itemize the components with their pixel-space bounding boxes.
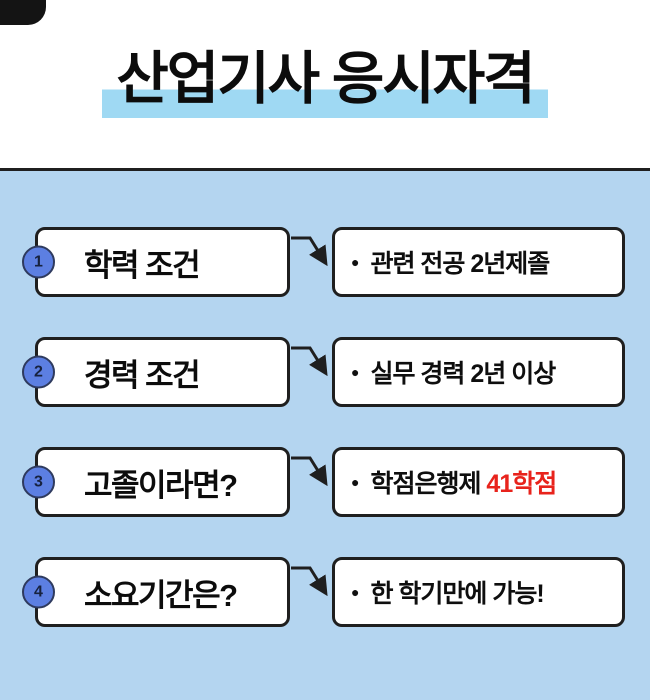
header: 산업기사 응시자격 (0, 0, 650, 171)
desc-box-education: ● 관련 전공 2년제졸 (332, 227, 625, 297)
number-badge-1: 1 (22, 245, 55, 279)
desc-text: 한 학기만에 가능! (370, 580, 544, 608)
desc-box-duration: ● 한 학기만에 가능! (332, 557, 625, 627)
connector-arrow-icon (291, 456, 328, 487)
topic-box-duration: 4 소요기간은? (22, 557, 290, 627)
topic-box-education: 1 학력 조건 (22, 227, 290, 297)
topic-box-highschool: 3 고졸이라면? (22, 447, 290, 517)
row-career: 2 경력 조건 ● 실무 경력 2년 이상 (22, 337, 650, 407)
bullet-icon: ● (351, 364, 360, 380)
corner-decoration (0, 0, 46, 25)
topic-label: 고졸이라면? (84, 467, 238, 503)
connector-arrow-icon (291, 346, 328, 377)
topic-label: 학력 조건 (84, 247, 201, 283)
bullet-icon: ● (351, 584, 360, 600)
row-duration: 4 소요기간은? ● 한 학기만에 가능! (22, 557, 650, 627)
bullet-icon: ● (351, 474, 360, 490)
number-badge-4: 4 (22, 575, 55, 609)
row-highschool: 3 고졸이라면? ● 학점은행제 41학점 (22, 447, 650, 517)
main-section: 1 학력 조건 ● 관련 전공 2년제졸 2 경력 조건 ● 실무 경력 2년 … (0, 171, 650, 700)
connector-arrow-icon (291, 236, 328, 267)
desc-highlight-text: 41학점 (486, 470, 557, 498)
desc-box-career: ● 실무 경력 2년 이상 (332, 337, 625, 407)
row-education: 1 학력 조건 ● 관련 전공 2년제졸 (22, 227, 650, 297)
number-badge-2: 2 (22, 355, 55, 389)
topic-label: 경력 조건 (84, 357, 201, 393)
connector-arrow-icon (291, 566, 328, 597)
desc-text: 실무 경력 2년 이상 (370, 360, 556, 388)
desc-text: 학점은행제 (370, 470, 487, 498)
desc-text: 관련 전공 2년제졸 (370, 250, 550, 278)
desc-box-highschool: ● 학점은행제 41학점 (332, 447, 625, 517)
topic-label: 소요기간은? (84, 577, 238, 613)
bullet-icon: ● (351, 254, 360, 270)
topic-box-career: 2 경력 조건 (22, 337, 290, 407)
page-title: 산업기사 응시자격 (102, 49, 548, 118)
number-badge-3: 3 (22, 465, 55, 499)
